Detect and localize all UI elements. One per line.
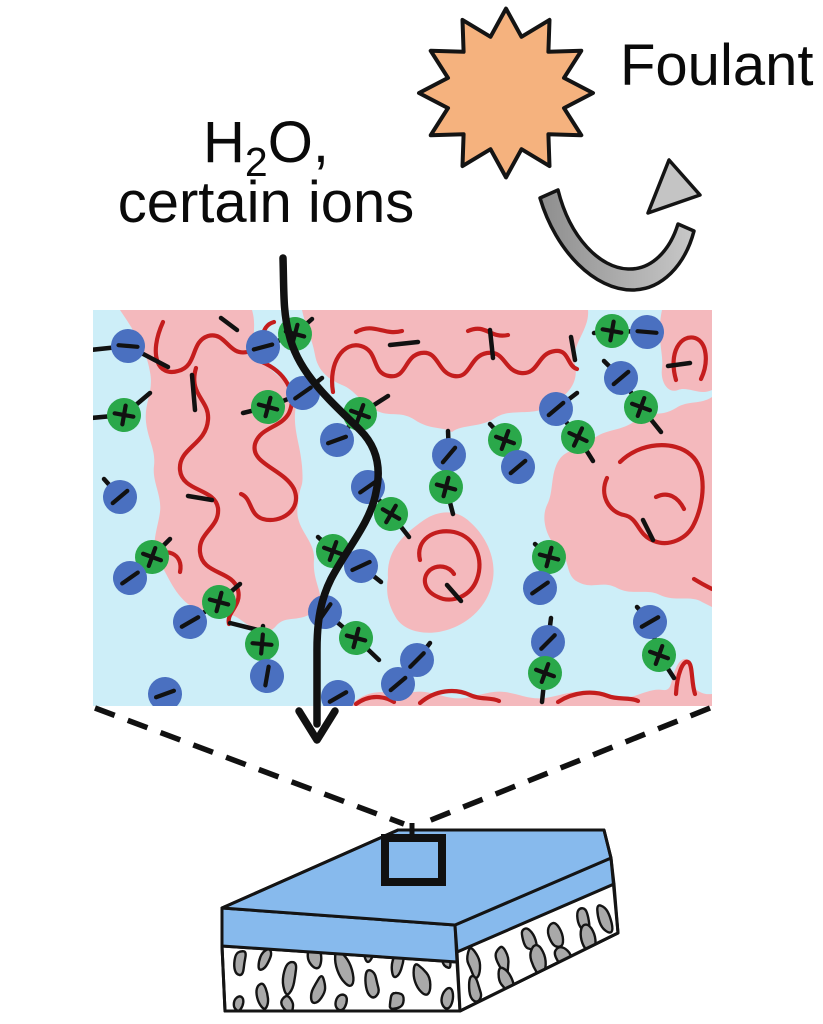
red-chain xyxy=(417,688,502,706)
red-chain xyxy=(555,690,641,705)
pore-blob xyxy=(233,950,247,977)
cation-bead xyxy=(374,497,408,531)
cation-bead xyxy=(429,470,463,504)
callout-line-right xyxy=(419,705,712,827)
red-chain xyxy=(691,576,712,592)
anion-bead xyxy=(103,480,137,514)
cation-bead xyxy=(135,540,169,574)
crosslink xyxy=(387,339,421,348)
membrane-slab-3d xyxy=(220,828,620,1013)
anion-bead xyxy=(111,329,145,363)
red-chain xyxy=(673,659,698,697)
water-label-o: O, xyxy=(268,110,329,175)
anion-bead xyxy=(113,561,147,595)
pore-blob xyxy=(309,975,327,1005)
polymer-domain-strip xyxy=(350,658,712,706)
cation-bead xyxy=(624,390,658,424)
water-label-subscript: 2 xyxy=(245,139,268,185)
pore-blob xyxy=(596,904,614,934)
anion-bead xyxy=(381,667,415,701)
red-chain xyxy=(329,343,580,395)
rejection-arrow-head xyxy=(646,158,702,215)
anion-bead xyxy=(501,450,535,484)
anion-bead xyxy=(173,605,207,639)
pore-blob xyxy=(440,986,455,1010)
cation-bead xyxy=(339,621,373,655)
pore-blobs-front xyxy=(232,946,455,1011)
cation-bead xyxy=(528,656,562,690)
anion-bead xyxy=(250,659,284,693)
cation-bead xyxy=(202,585,236,619)
foulant-label: Foulant xyxy=(620,33,813,98)
pore-blob xyxy=(255,982,270,1010)
anion-bead xyxy=(432,438,466,472)
crosslink xyxy=(218,315,240,333)
crosslink-segments xyxy=(185,315,693,633)
anion-bead xyxy=(523,571,557,605)
anion-bead xyxy=(148,677,182,706)
crosslink xyxy=(568,334,578,363)
cation-bead xyxy=(642,638,676,672)
pore-blob xyxy=(257,948,273,971)
cation-bead xyxy=(245,627,279,661)
ion-beads xyxy=(103,314,676,706)
red-chain xyxy=(602,443,705,546)
crosslink xyxy=(227,620,261,633)
cation-bead xyxy=(107,398,141,432)
anion-bead xyxy=(630,315,664,349)
red-chain xyxy=(177,365,241,627)
pore-blob xyxy=(333,949,355,987)
anion-bead xyxy=(400,643,434,677)
cation-bead xyxy=(488,423,522,457)
crosslink xyxy=(189,372,198,413)
red-chain xyxy=(353,326,405,335)
callout-line-left xyxy=(94,705,405,827)
anion-bead xyxy=(633,605,667,639)
water-permeation-arrow-icon xyxy=(279,254,382,744)
slab-outline xyxy=(220,828,620,1013)
crosslink xyxy=(665,360,693,369)
anion-bead xyxy=(321,680,355,706)
anion-bead xyxy=(246,330,280,364)
starburst-shape xyxy=(417,6,595,180)
anion-bead xyxy=(539,392,573,426)
foulant-starburst-icon xyxy=(417,6,595,180)
pore-blob xyxy=(281,960,298,996)
anion-bead xyxy=(604,361,638,395)
anion-bead xyxy=(320,423,354,457)
rejection-arrow-body xyxy=(538,188,696,292)
zoom-callout-lines xyxy=(94,705,712,827)
crosslink xyxy=(185,493,215,503)
polymer-domain-blob xyxy=(387,512,494,633)
pore-blob xyxy=(412,963,432,996)
cation-bead xyxy=(532,540,566,574)
anion-bead xyxy=(344,549,378,583)
cation-bead xyxy=(595,314,629,348)
pore-blob xyxy=(388,991,405,1011)
crosslink xyxy=(640,517,656,543)
crosslink xyxy=(487,327,496,361)
pore-blob xyxy=(334,993,349,1011)
red-chain xyxy=(417,529,482,602)
water-label-h: H xyxy=(203,110,245,175)
red-chain xyxy=(671,335,708,383)
red-chain xyxy=(353,694,397,706)
anion-bead xyxy=(531,625,565,659)
permeation-arrow-head xyxy=(295,707,339,744)
pore-blob xyxy=(232,995,245,1011)
cation-bead xyxy=(251,390,285,424)
pore-blob xyxy=(364,969,380,999)
cation-bead xyxy=(561,420,595,454)
membrane-zoom-view xyxy=(93,310,712,706)
permeation-arrow-shaft xyxy=(279,254,382,728)
certain-ions-label: certain ions xyxy=(118,170,415,235)
water-label: H2O, xyxy=(203,110,329,185)
foulant-rejection-arrow-icon xyxy=(538,158,702,292)
red-chain xyxy=(653,492,687,512)
crosslink xyxy=(444,582,464,604)
